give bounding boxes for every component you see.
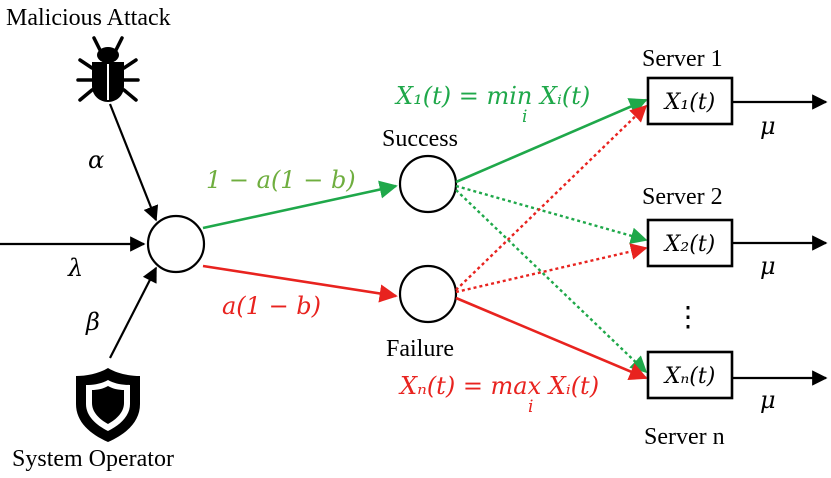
system-operator-label: System Operator [12, 446, 174, 472]
server1-box [646, 76, 734, 126]
failure-to-server2-arrow [455, 243, 648, 294]
success-to-server2-arrow [455, 184, 648, 244]
servern-title: Server n [644, 424, 725, 450]
failure-label: Failure [386, 336, 454, 362]
success-to-server1-arrow [455, 98, 648, 184]
beta-arrow [109, 266, 157, 359]
failure-node [398, 264, 458, 324]
failure-branch-arrow [202, 264, 398, 303]
servern-mu: μ [760, 386, 776, 414]
malicious-attack-label: Malicious Attack [6, 5, 171, 31]
failure-rule-label: Xₙ(t) = max Xᵢ(t) [398, 372, 599, 400]
failure-to-server1-arrow [455, 104, 648, 291]
server2-state: X₂(t) [663, 232, 716, 257]
server2-mu: μ [760, 252, 776, 280]
shield-icon [76, 368, 140, 442]
beta-label: β [85, 308, 100, 336]
failure-to-servern-arrow [455, 296, 648, 381]
failure-rate-label: a(1 − b) [222, 292, 321, 320]
success-branch-arrow [202, 180, 398, 230]
servern-box [646, 350, 734, 400]
lambda-label: λ [67, 254, 83, 282]
failure-rule-subscript: i [528, 397, 533, 417]
server2-title: Server 2 [642, 184, 723, 210]
server1-mu: μ [760, 112, 776, 140]
success-label: Success [382, 126, 458, 152]
vertical-ellipsis: ⋮ [674, 302, 702, 333]
bug-icon [76, 36, 140, 102]
servern-state: Xₙ(t) [663, 364, 716, 389]
alpha-label: α [88, 146, 104, 174]
alpha-arrow [108, 103, 159, 222]
success-rate-label: 1 − a(1 − b) [206, 166, 356, 194]
server1-title: Server 1 [642, 46, 723, 72]
success-rule-subscript: i [522, 107, 527, 127]
success-rule-label: X₁(t) = min Xᵢ(t) [394, 82, 590, 110]
dispatcher-node [146, 214, 206, 274]
success-to-servern-arrow [455, 189, 648, 374]
success-node [398, 154, 458, 214]
server1-state: X₁(t) [663, 90, 716, 115]
